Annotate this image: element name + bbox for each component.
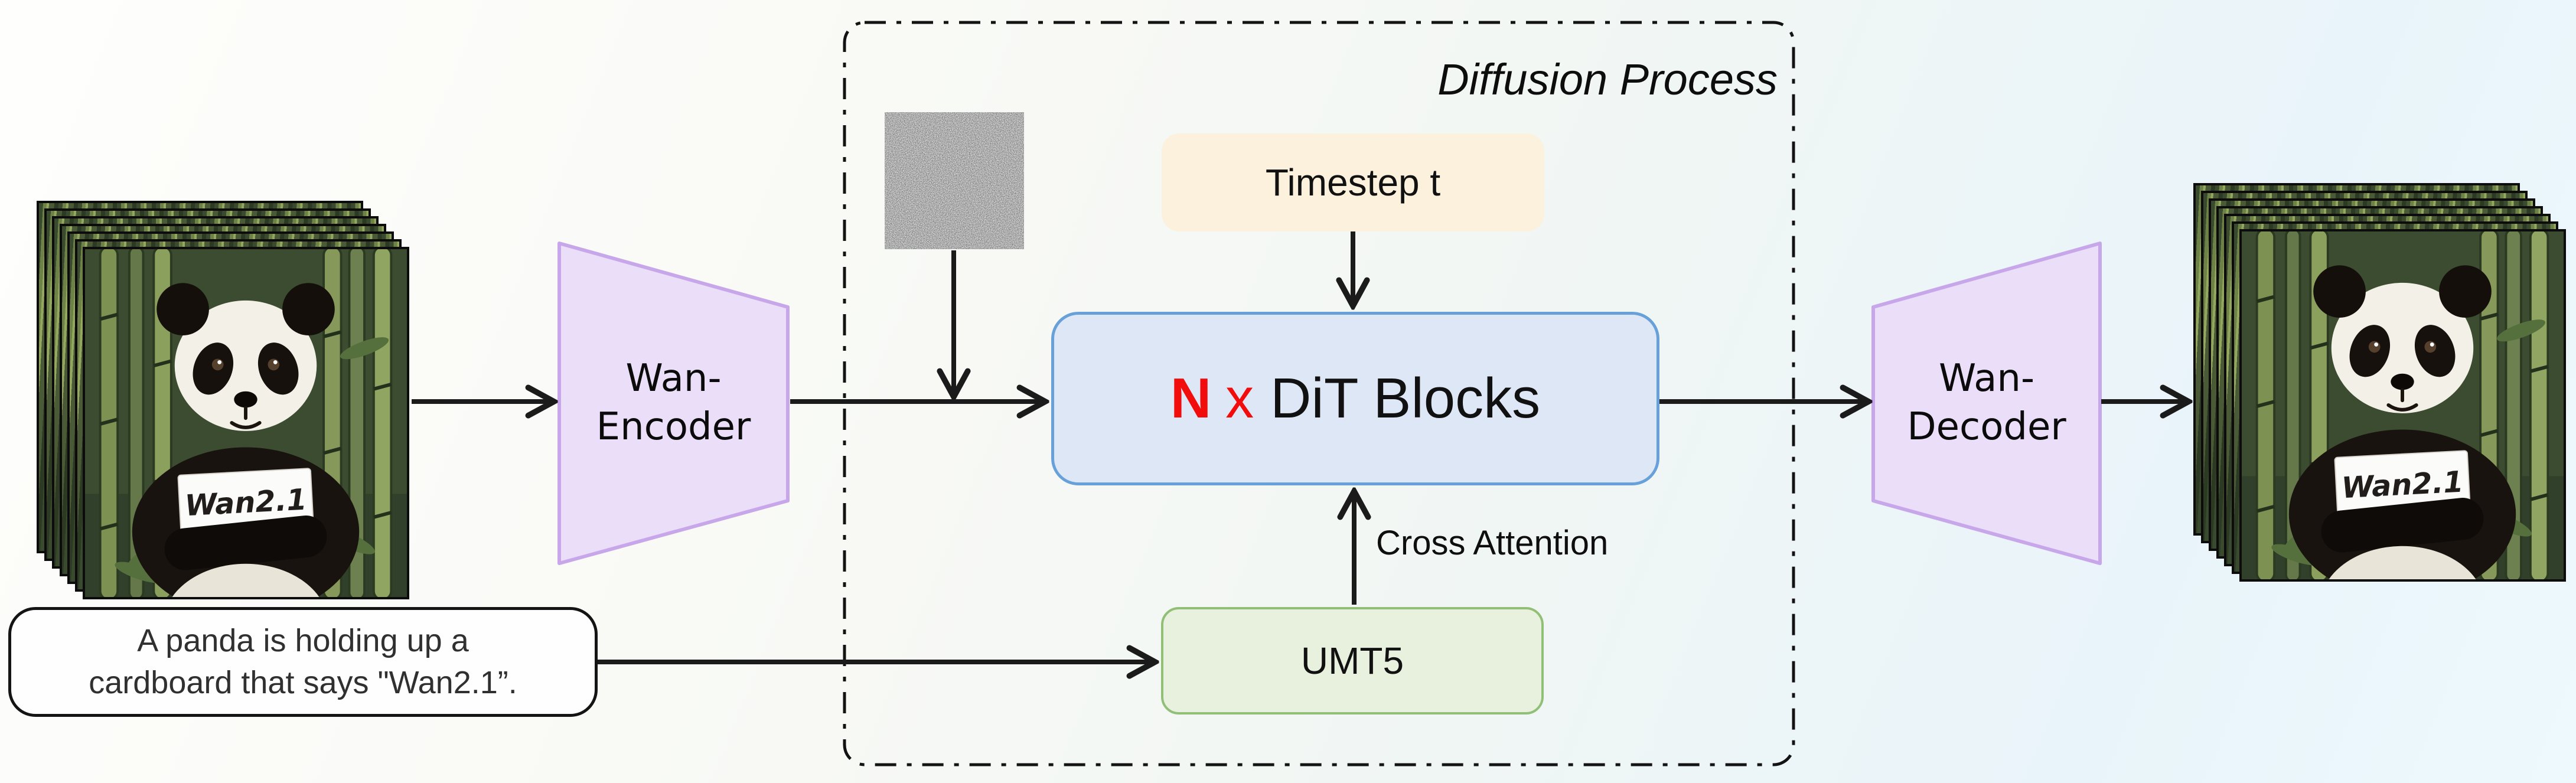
panda-sign: Wan2.1: [2334, 450, 2471, 516]
dit-n-count: N: [1170, 367, 1212, 430]
panda-belly: [172, 563, 319, 597]
wan-decoder-block: [1871, 242, 2102, 565]
panda-belly: [2329, 546, 2476, 579]
timestep-label: Timestep t: [1265, 161, 1441, 204]
panda-ear: [2439, 265, 2492, 318]
wan-encoder-label-line2: Encoder: [596, 405, 751, 449]
wan-decoder-label-line1: Wan-: [1938, 357, 2035, 401]
panda-ear: [2313, 265, 2366, 318]
panda-head: [2331, 282, 2474, 413]
prompt-line-2: cardboard that says "Wan2.1”.: [89, 665, 517, 700]
panda-sign-text: Wan2.1: [184, 482, 308, 523]
noise-latent-image: [885, 112, 1024, 249]
panda-head: [174, 300, 317, 431]
panda-image: Wan2.1: [85, 249, 407, 597]
wan-encoder-label-line1: Wan-: [625, 357, 722, 401]
panda-arm: [2321, 498, 2484, 553]
prompt-line-1: A panda is holding up a: [137, 622, 469, 658]
dit-blocks-label: DiT Blocks: [1270, 367, 1541, 430]
wan-encoder-block: [557, 242, 790, 565]
video-frame-front: Wan2.1: [83, 247, 409, 599]
video-frame-front: Wan2.1: [2239, 229, 2566, 582]
umt5-label: UMT5: [1300, 640, 1404, 682]
panda-ear: [156, 283, 209, 336]
diffusion-process-region: [843, 21, 1795, 766]
wan-decoder-label: Wan- Decoder: [1873, 254, 2100, 553]
panda-sign-text: Wan2.1: [2341, 465, 2464, 505]
timestep-box: Timestep t: [1162, 133, 1544, 231]
wan-decoder-label-line2: Decoder: [1907, 405, 2066, 449]
diffusion-process-title: Diffusion Process: [1437, 55, 1778, 104]
panda-image: Wan2.1: [2242, 231, 2564, 579]
panda-ear: [282, 283, 335, 336]
dit-times: x: [1225, 367, 1254, 430]
panda-arm: [164, 516, 327, 570]
cross-attention-label: Cross Attention: [1376, 524, 1609, 562]
wan-encoder-label: Wan- Encoder: [559, 254, 788, 553]
umt5-box: UMT5: [1161, 607, 1544, 715]
prompt-box: A panda is holding up a cardboard that s…: [8, 607, 598, 717]
dit-blocks-box: N x DiT Blocks: [1051, 312, 1659, 485]
panda-sign: Wan2.1: [177, 468, 314, 533]
